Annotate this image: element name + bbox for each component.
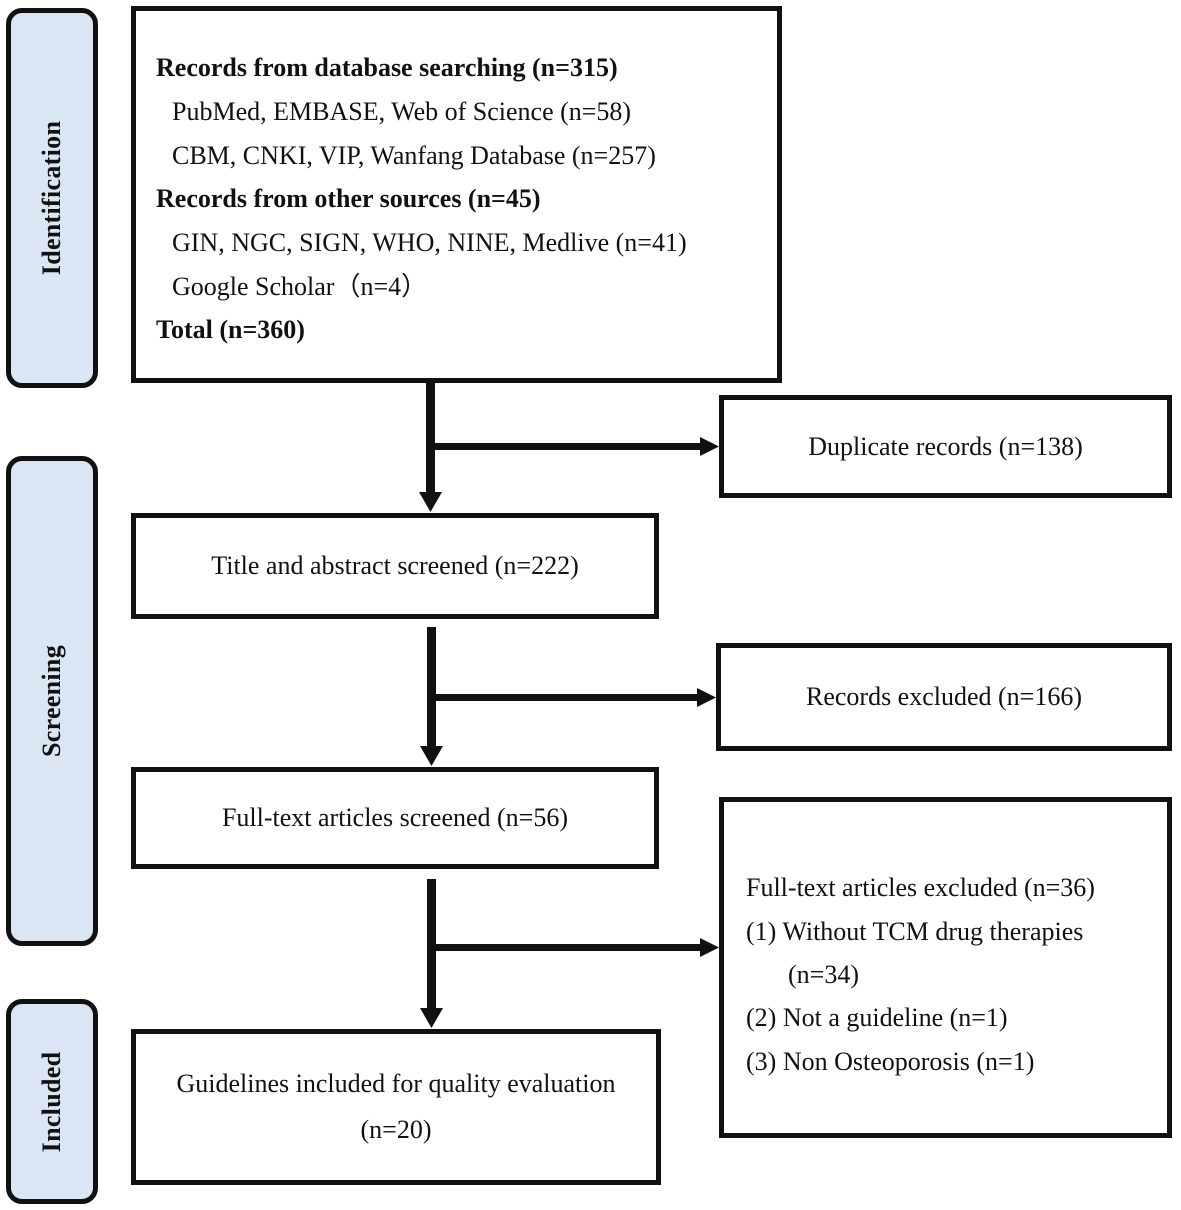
arrowhead-right-1 [700,437,719,456]
arrowhead-down-3 [420,1008,443,1028]
connector-horizontal-2 [432,694,698,701]
phase-included: Included [6,999,98,1204]
connector-horizontal-3 [432,944,701,951]
title-abstract-box: Title and abstract screened (n=222) [131,513,659,619]
phase-identification: Identification [6,8,98,388]
fulltext-screened-box: Full-text articles screened (n=56) [131,767,659,869]
included-box: Guidelines included for quality evaluati… [131,1029,661,1185]
duplicates-box: Duplicate records (n=138) [719,395,1172,498]
fulltext-excluded-heading: Full-text articles excluded (n=36) [746,873,1095,902]
connector-vertical-2 [427,627,436,747]
other-sources-line-2: Google Scholar（n=4） [172,272,428,301]
arrowhead-right-3 [700,938,719,957]
arrowhead-down-1 [419,492,442,512]
total-records: Total (n=360) [156,315,305,344]
records-excluded-box: Records excluded (n=166) [716,643,1172,751]
exclusion-reason-3: (3) Non Osteoporosis (n=1) [746,1047,1035,1076]
connector-vertical-3 [427,879,436,1009]
exclusion-reason-1: (1) Without TCM drug therapies [746,917,1084,946]
arrowhead-right-2 [697,688,716,707]
fulltext-screened-text: Full-text articles screened (n=56) [221,803,569,832]
records-excluded-text: Records excluded (n=166) [805,682,1083,711]
other-sources-heading: Records from other sources (n=45) [156,184,541,213]
identification-box: Records from database searching (n=315) … [131,6,782,383]
included-line-1: Guidelines included for quality evaluati… [176,1069,616,1098]
exclusion-reason-2: (2) Not a guideline (n=1) [746,1003,1008,1032]
db-records-line-2: CBM, CNKI, VIP, Wanfang Database (n=257) [172,141,656,170]
db-records-line-1: PubMed, EMBASE, Web of Science (n=58) [172,97,632,126]
fulltext-excluded-box: Full-text articles excluded (n=36) (1) W… [719,797,1172,1138]
arrowhead-down-2 [420,746,443,766]
connector-vertical-1 [426,383,435,493]
title-abstract-text: Title and abstract screened (n=222) [211,551,579,580]
exclusion-reason-1-count: (n=34) [788,960,859,989]
connector-horizontal-1 [431,443,701,450]
phase-screening: Screening [6,456,98,946]
included-line-2: (n=20) [360,1115,432,1144]
db-records-heading: Records from database searching (n=315) [156,53,618,82]
duplicates-text: Duplicate records (n=138) [808,431,1083,461]
other-sources-line-1: GIN, NGC, SIGN, WHO, NINE, Medlive (n=41… [172,228,687,257]
